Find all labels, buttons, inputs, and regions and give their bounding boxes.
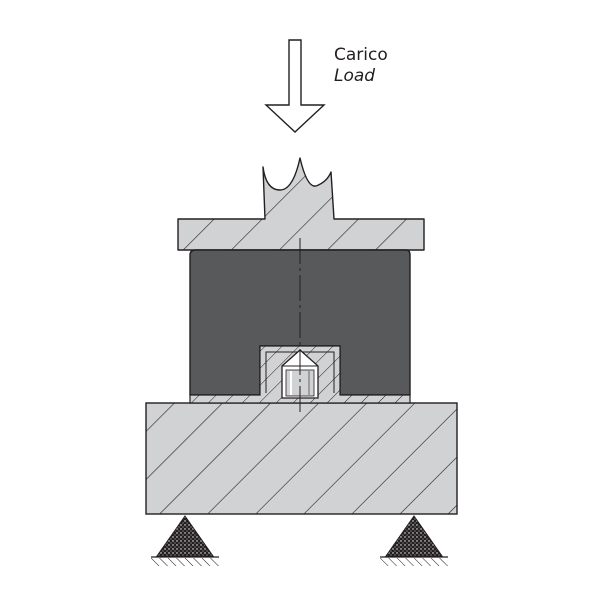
top-platen <box>177 157 425 251</box>
load-arrow-icon <box>264 39 326 133</box>
support-right <box>380 515 448 566</box>
base-block <box>145 402 458 515</box>
load-label-english: Load <box>334 66 376 86</box>
load-label-italian: Carico <box>334 45 388 65</box>
support-left <box>151 515 219 566</box>
